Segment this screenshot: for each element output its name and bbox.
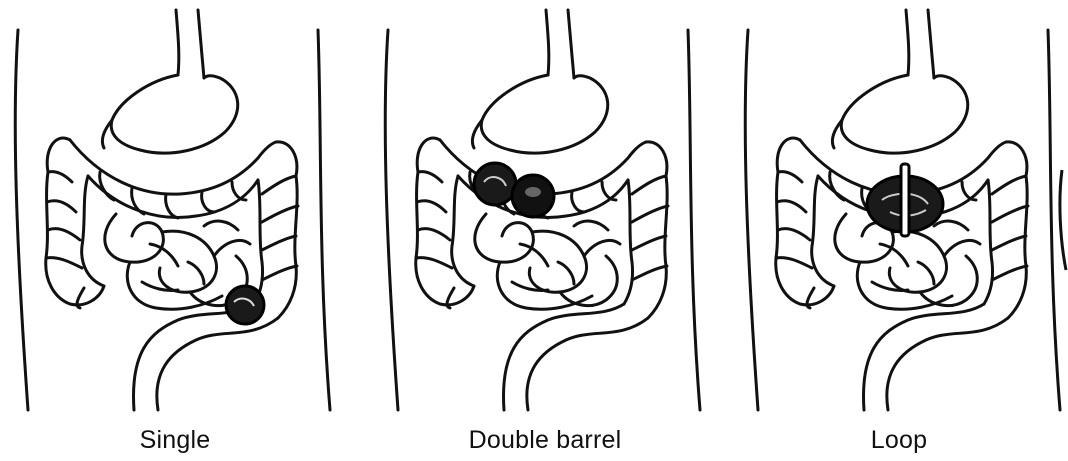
caption-double-barrel: Double barrel [370, 426, 720, 455]
caption-loop: Loop [730, 426, 1068, 455]
panel-loop: Loop [730, 0, 1068, 461]
stoma-markers [474, 163, 554, 217]
caption-single: Single [0, 426, 350, 455]
stoma-marker [867, 164, 943, 236]
adjacent-body-outline [1060, 170, 1066, 270]
stoma-marker [226, 286, 264, 324]
single-colostomy-illustration [0, 0, 350, 420]
panel-single: Single [0, 0, 350, 461]
panel-double-barrel: Double barrel [370, 0, 720, 461]
double-barrel-colostomy-illustration [370, 0, 720, 420]
loop-colostomy-illustration [730, 0, 1068, 420]
